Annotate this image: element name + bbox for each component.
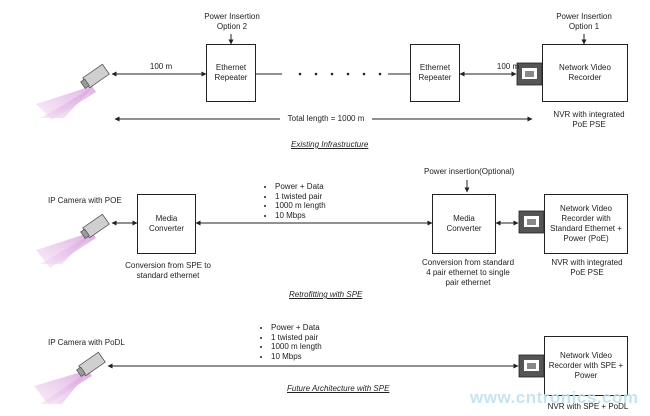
spec-item: 1000 m length [275,201,326,211]
watermark: www.cntronics.com [470,388,639,407]
network-video-recorder: Network Video Recorder with Standard Eth… [544,194,628,254]
nvr-caption: NVR with integrated PoE PSE [551,258,623,277]
network-video-recorder: Network Video Recorder with SPE + Power [544,336,628,396]
power-insertion-label: Power insertion(Optional) [424,167,515,176]
spec-item: 10 Mbps [271,352,322,362]
spec-item: 1 twisted pair [271,333,322,343]
spec-item: 10 Mbps [275,211,326,221]
spec-item: Power + Data [271,323,322,333]
network-video-recorder: Network Video Recorder [542,44,628,102]
ethernet-repeater-left: Ethernet Repeater [206,44,256,102]
spec-item: Power + Data [275,182,326,192]
camera-label: IP Camera with POE [48,196,122,205]
spe-specs-list: Power + Data 1 twisted pair 1000 m lengt… [265,182,326,220]
power-option1-label: Power Insertion Option 1 [556,12,612,31]
total-length-label: Total length = 1000 m [280,114,372,124]
nvr-caption: NVR with integrated PoE PSE [553,110,625,129]
conversion-left-label: Conversion from SPE to standard ethernet [125,261,211,280]
ethernet-port-icon [518,210,545,234]
spec-item: 1000 m length [271,342,322,352]
media-converter-left: Media Converter [137,194,196,254]
distance-label-left: 100 m [149,62,173,71]
podl-specs-list: Power + Data 1 twisted pair 1000 m lengt… [261,323,322,361]
spec-item: 1 twisted pair [275,192,326,202]
camera-label: IP Camera with PoDL [48,338,125,347]
ethernet-repeater-right: Ethernet Repeater [410,44,460,102]
section-caption: Future Architecture with SPE [287,384,390,393]
camera-icon [34,351,106,404]
media-converter-right: Media Converter [432,194,496,254]
dotted-link [298,72,382,76]
nvr-caption: NVR with SPE + PoDL [547,402,629,411]
camera-icon [36,213,110,268]
camera-icon [36,63,110,120]
distance-label-right: 100 m [496,62,520,71]
section-caption: Retrofitting with SPE [289,290,363,299]
power-option2-label: Power Insertion Option 2 [204,12,260,31]
conversion-right-label: Conversion from standard 4 pair ethernet… [421,258,515,287]
ethernet-port-icon [518,354,545,378]
section-caption: Existing Infrastructure [291,140,369,149]
